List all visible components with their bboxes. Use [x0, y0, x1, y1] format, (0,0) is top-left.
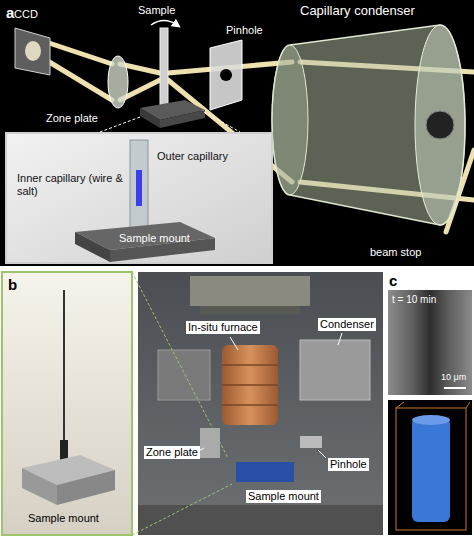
- part-label: Pinhole: [226, 24, 263, 37]
- panel-letter: a: [6, 4, 14, 21]
- part-label: beam stop: [370, 246, 421, 259]
- part-label: Capillary condenser: [300, 4, 415, 19]
- scale-label: 10 μm: [441, 372, 466, 382]
- panel-c-images: [388, 290, 472, 535]
- panel-a-schematic: [0, 0, 474, 266]
- part-label: Zone plate: [46, 112, 98, 125]
- part-label: Sample mount: [28, 512, 99, 525]
- part-label: CCD: [14, 8, 38, 21]
- part-label: Sample mount: [119, 232, 190, 245]
- photo-label: Condenser: [318, 318, 376, 331]
- panel-letter: c: [389, 272, 397, 289]
- part-label: Sample: [138, 4, 175, 17]
- photo-label: Zone plate: [144, 446, 200, 459]
- part-label: Outer capillary: [157, 150, 228, 163]
- inset-box: Outer capillaryInner capillary (wire & s…: [5, 132, 273, 264]
- time-label: t = 10 min: [392, 294, 436, 306]
- photo-label: In-situ furnace: [186, 321, 260, 334]
- part-label: Inner capillary (wire & salt): [17, 172, 127, 197]
- panel-letter: b: [8, 276, 17, 293]
- panel-b-photos: [2, 272, 383, 535]
- photo-label: Sample mount: [246, 490, 321, 503]
- photo-label: Pinhole: [328, 458, 369, 471]
